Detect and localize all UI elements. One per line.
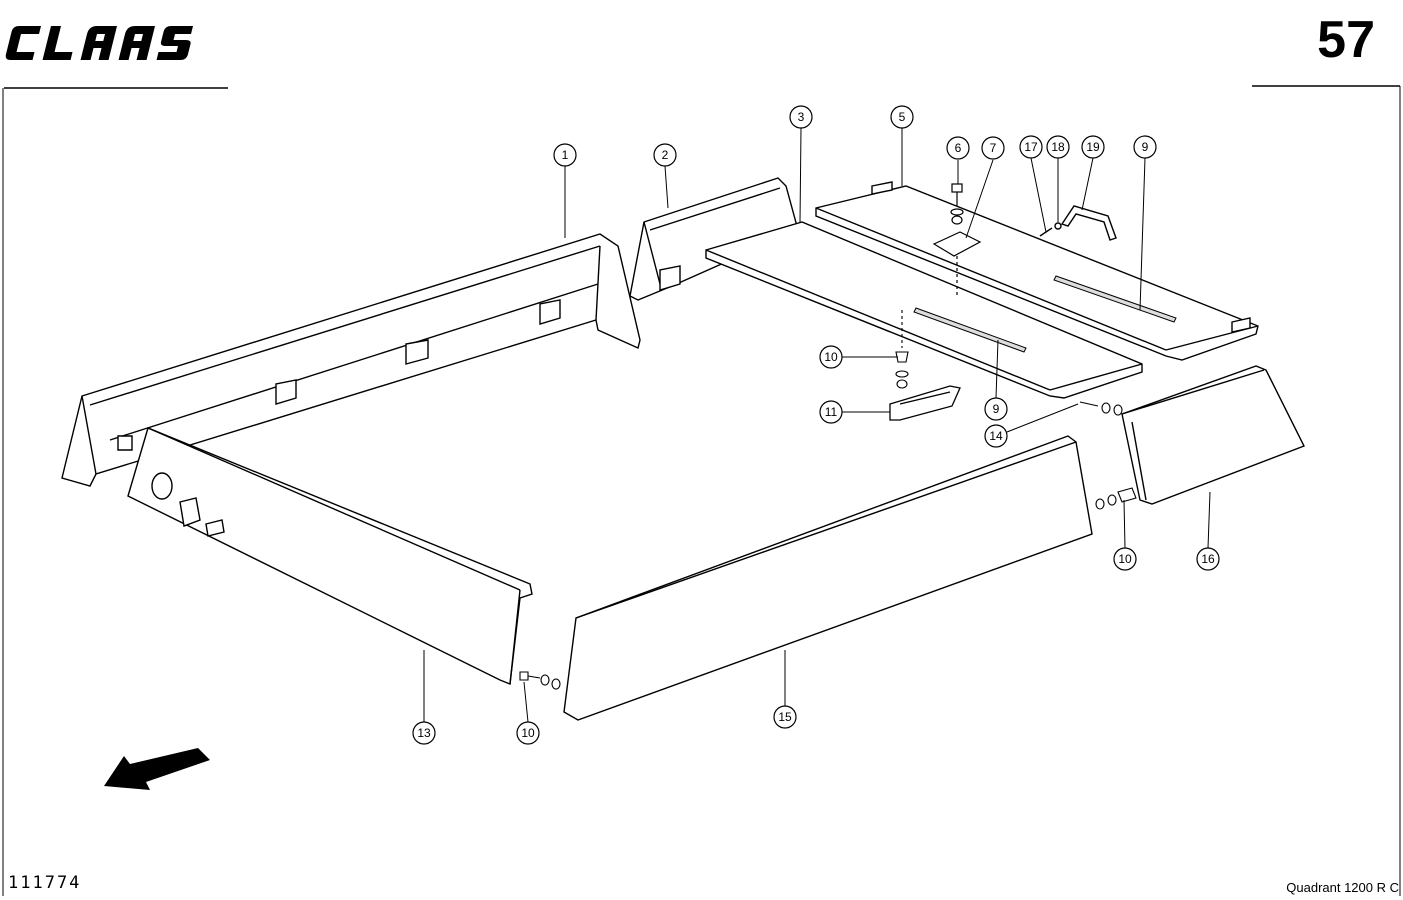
part-5-top-cover xyxy=(815,181,1259,361)
callout-10-left: 10 xyxy=(521,726,535,740)
part-15-front-end-panel xyxy=(563,435,1093,721)
part-6-bolt xyxy=(950,183,964,225)
part-16-right-end-panel xyxy=(1121,365,1305,505)
document-id: 111774 xyxy=(8,873,82,893)
part-13-front-side-panel xyxy=(127,427,533,685)
callout-10-upper: 10 xyxy=(824,350,838,364)
model-name: Quadrant 1200 R C xyxy=(1286,880,1399,895)
part-7-bracket xyxy=(932,231,982,296)
callout-2: 2 xyxy=(662,148,669,162)
part-10-bolt-upper xyxy=(895,310,909,389)
callout-11: 11 xyxy=(825,405,838,419)
callout-13: 13 xyxy=(417,726,431,740)
callout-6: 6 xyxy=(955,141,962,155)
callout-5: 5 xyxy=(899,110,906,124)
page-number: 57 xyxy=(1317,11,1375,69)
part-1-rear-side-panel xyxy=(61,233,641,487)
callout-18: 18 xyxy=(1051,140,1065,154)
part-19-handle xyxy=(1039,205,1117,241)
part-11-bracket xyxy=(889,385,961,421)
claas-logo xyxy=(5,26,194,60)
part-2-rear-end-panel xyxy=(629,177,799,301)
leader-lines xyxy=(423,127,1211,723)
callout-9-top: 9 xyxy=(1142,140,1149,154)
callout-3: 3 xyxy=(798,110,805,124)
callout-15: 15 xyxy=(778,710,792,724)
part-10-bolt-right xyxy=(1095,487,1137,510)
callout-10-right: 10 xyxy=(1118,552,1132,566)
callout-17: 17 xyxy=(1024,140,1038,154)
part-14-fastener xyxy=(1079,401,1123,416)
callout-bubbles xyxy=(412,105,1220,745)
arrow-down-left-icon xyxy=(104,748,210,790)
callout-19: 19 xyxy=(1086,140,1100,154)
callout-9-bottom: 9 xyxy=(993,402,1000,416)
callout-14: 14 xyxy=(989,429,1003,443)
callout-labels: 1 2 3 5 6 7 17 18 19 9 9 10 11 14 10 16 … xyxy=(417,110,1215,740)
callout-1: 1 xyxy=(562,148,569,162)
callout-7: 7 xyxy=(990,141,997,155)
part-10-bolt-left xyxy=(519,671,561,690)
callout-16: 16 xyxy=(1201,552,1215,566)
